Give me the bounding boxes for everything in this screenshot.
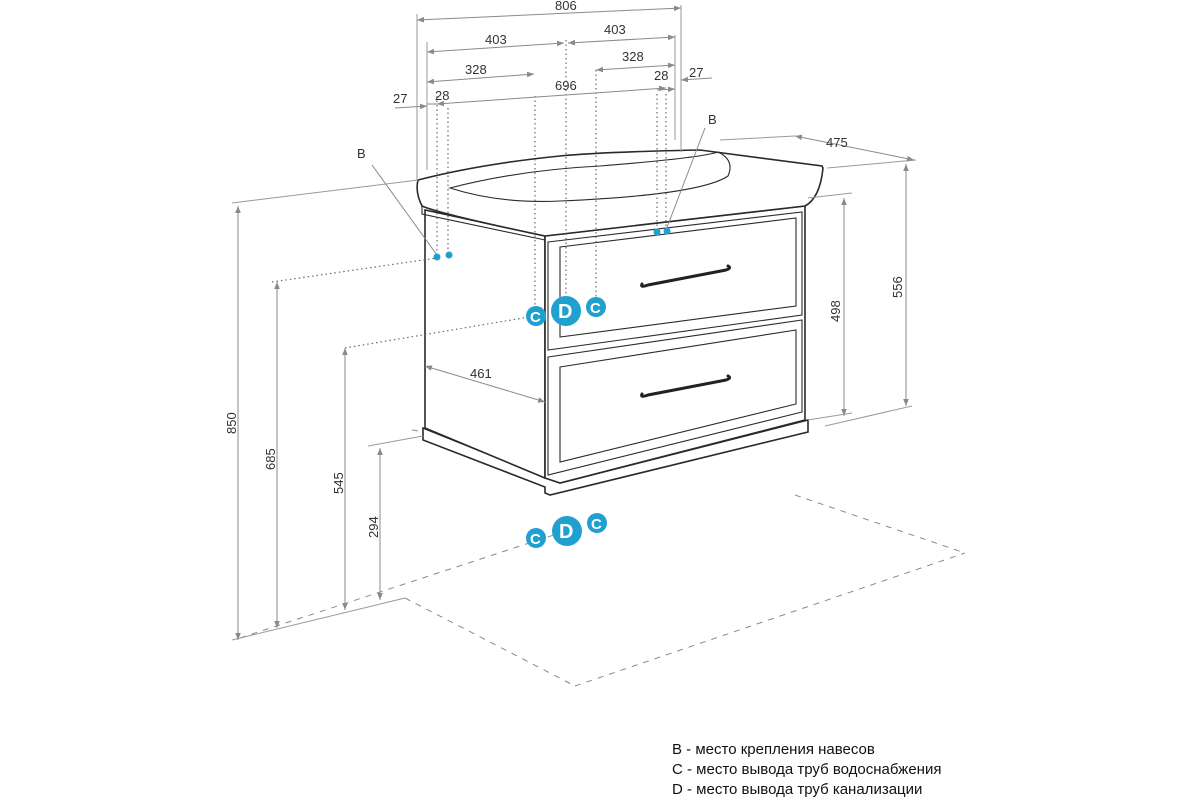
- marker-d: [552, 516, 582, 546]
- upper-drawer-handle: [640, 264, 732, 288]
- washbasin: [416, 149, 824, 237]
- dimension-labels: 806 403 403 328 328 696 28 28 27 27 475 …: [224, 0, 905, 538]
- floor-guidelines: [239, 374, 966, 687]
- svg-text:D: D: [558, 301, 572, 323]
- hanger-point: [653, 228, 661, 236]
- lower-drawer-handle: [640, 374, 732, 398]
- dim-edge-right: 27: [689, 65, 703, 80]
- legend-item-c: C - место вывода труб водоснабжения: [672, 761, 942, 778]
- dim-half-left: 403: [485, 32, 507, 47]
- dim-front-height: 498: [828, 300, 843, 322]
- svg-text:C: C: [530, 309, 541, 326]
- svg-text:C: C: [530, 531, 541, 548]
- hanger-point: [445, 251, 453, 259]
- lower-drawer: [547, 319, 803, 476]
- marker-c-right: [587, 513, 607, 533]
- marker-c-right: [586, 297, 606, 317]
- dim-hole-edge-right: 28: [654, 68, 668, 83]
- dimension-lines: [235, 5, 915, 640]
- hole-center-lines: [271, 40, 667, 349]
- dim-hole-spacing: 696: [555, 78, 577, 93]
- marker-label-b-left: B: [357, 146, 366, 161]
- marker-c-left: [526, 306, 546, 326]
- svg-text:D: D: [559, 521, 573, 543]
- vanity-cabinet: [416, 149, 824, 496]
- dim-top-depth: 475: [826, 135, 848, 150]
- hanger-point: [663, 227, 671, 235]
- dim-hole-edge-left: 28: [435, 88, 449, 103]
- legend-item-d: D - место вывода труб канализации: [672, 781, 923, 798]
- svg-text:C: C: [591, 516, 602, 533]
- legend: B - место крепления навесов C - место вы…: [672, 740, 941, 800]
- dim-edge-left: 27: [393, 91, 407, 106]
- upper-drawer: [547, 211, 803, 351]
- dim-height-545: 545: [331, 472, 346, 494]
- marker-d: [551, 296, 581, 326]
- washbasin-bowl: [448, 151, 731, 203]
- dim-offset-right: 328: [622, 49, 644, 64]
- hanger-point: [433, 253, 441, 261]
- floor-pipe-markers: C D C: [526, 513, 607, 548]
- svg-text:C: C: [590, 300, 601, 317]
- dim-body-depth: 461: [470, 366, 492, 381]
- dim-height-total: 850: [224, 412, 239, 434]
- hanger-points: [433, 227, 671, 261]
- dim-side-height: 556: [890, 276, 905, 298]
- dim-total-width: 806: [555, 0, 577, 13]
- dim-half-right: 403: [604, 22, 626, 37]
- wall-pipe-markers: C D C: [526, 296, 606, 326]
- marker-c-left: [526, 528, 546, 548]
- marker-label-b-right: B: [708, 112, 717, 127]
- dim-height-685: 685: [263, 448, 278, 470]
- legend-item-b: B - место крепления навесов: [672, 741, 875, 758]
- dim-offset-left: 328: [465, 62, 487, 77]
- extension-lines: [231, 5, 917, 641]
- dim-height-294: 294: [366, 516, 381, 538]
